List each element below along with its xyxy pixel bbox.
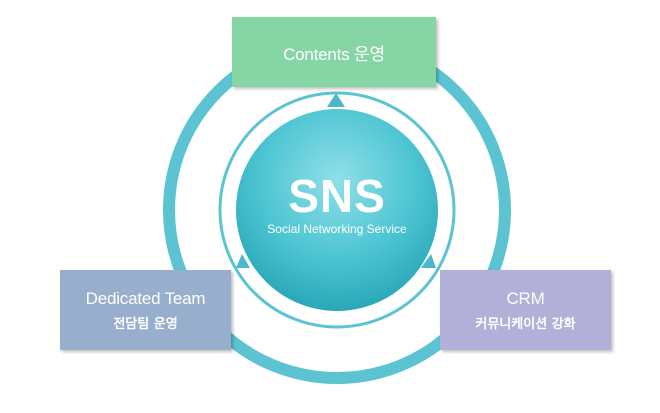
node-crm-title: CRM: [506, 288, 545, 308]
arrow-left-icon: [236, 254, 250, 268]
node-dedicated-team-subtitle: 전담팀 운영: [113, 316, 178, 332]
center-title: SNS: [288, 170, 386, 222]
node-crm-subtitle: 커뮤니케이션 강화: [475, 316, 576, 332]
node-contents: Contents 운영: [232, 17, 436, 87]
node-dedicated-team-title: Dedicated Team: [85, 288, 206, 308]
center-label: SNS Social Networking Service: [237, 173, 437, 236]
arrow-right-icon: [421, 254, 436, 268]
center-subtitle: Social Networking Service: [267, 222, 407, 236]
core-circle: [236, 109, 438, 311]
node-contents-label: Contents 운영: [283, 44, 385, 64]
arrow-up-icon: [327, 93, 345, 107]
node-crm: CRM 커뮤니케이션 강화: [440, 270, 611, 350]
inner-ring: [218, 91, 456, 329]
node-dedicated-team: Dedicated Team 전담팀 운영: [60, 270, 231, 350]
